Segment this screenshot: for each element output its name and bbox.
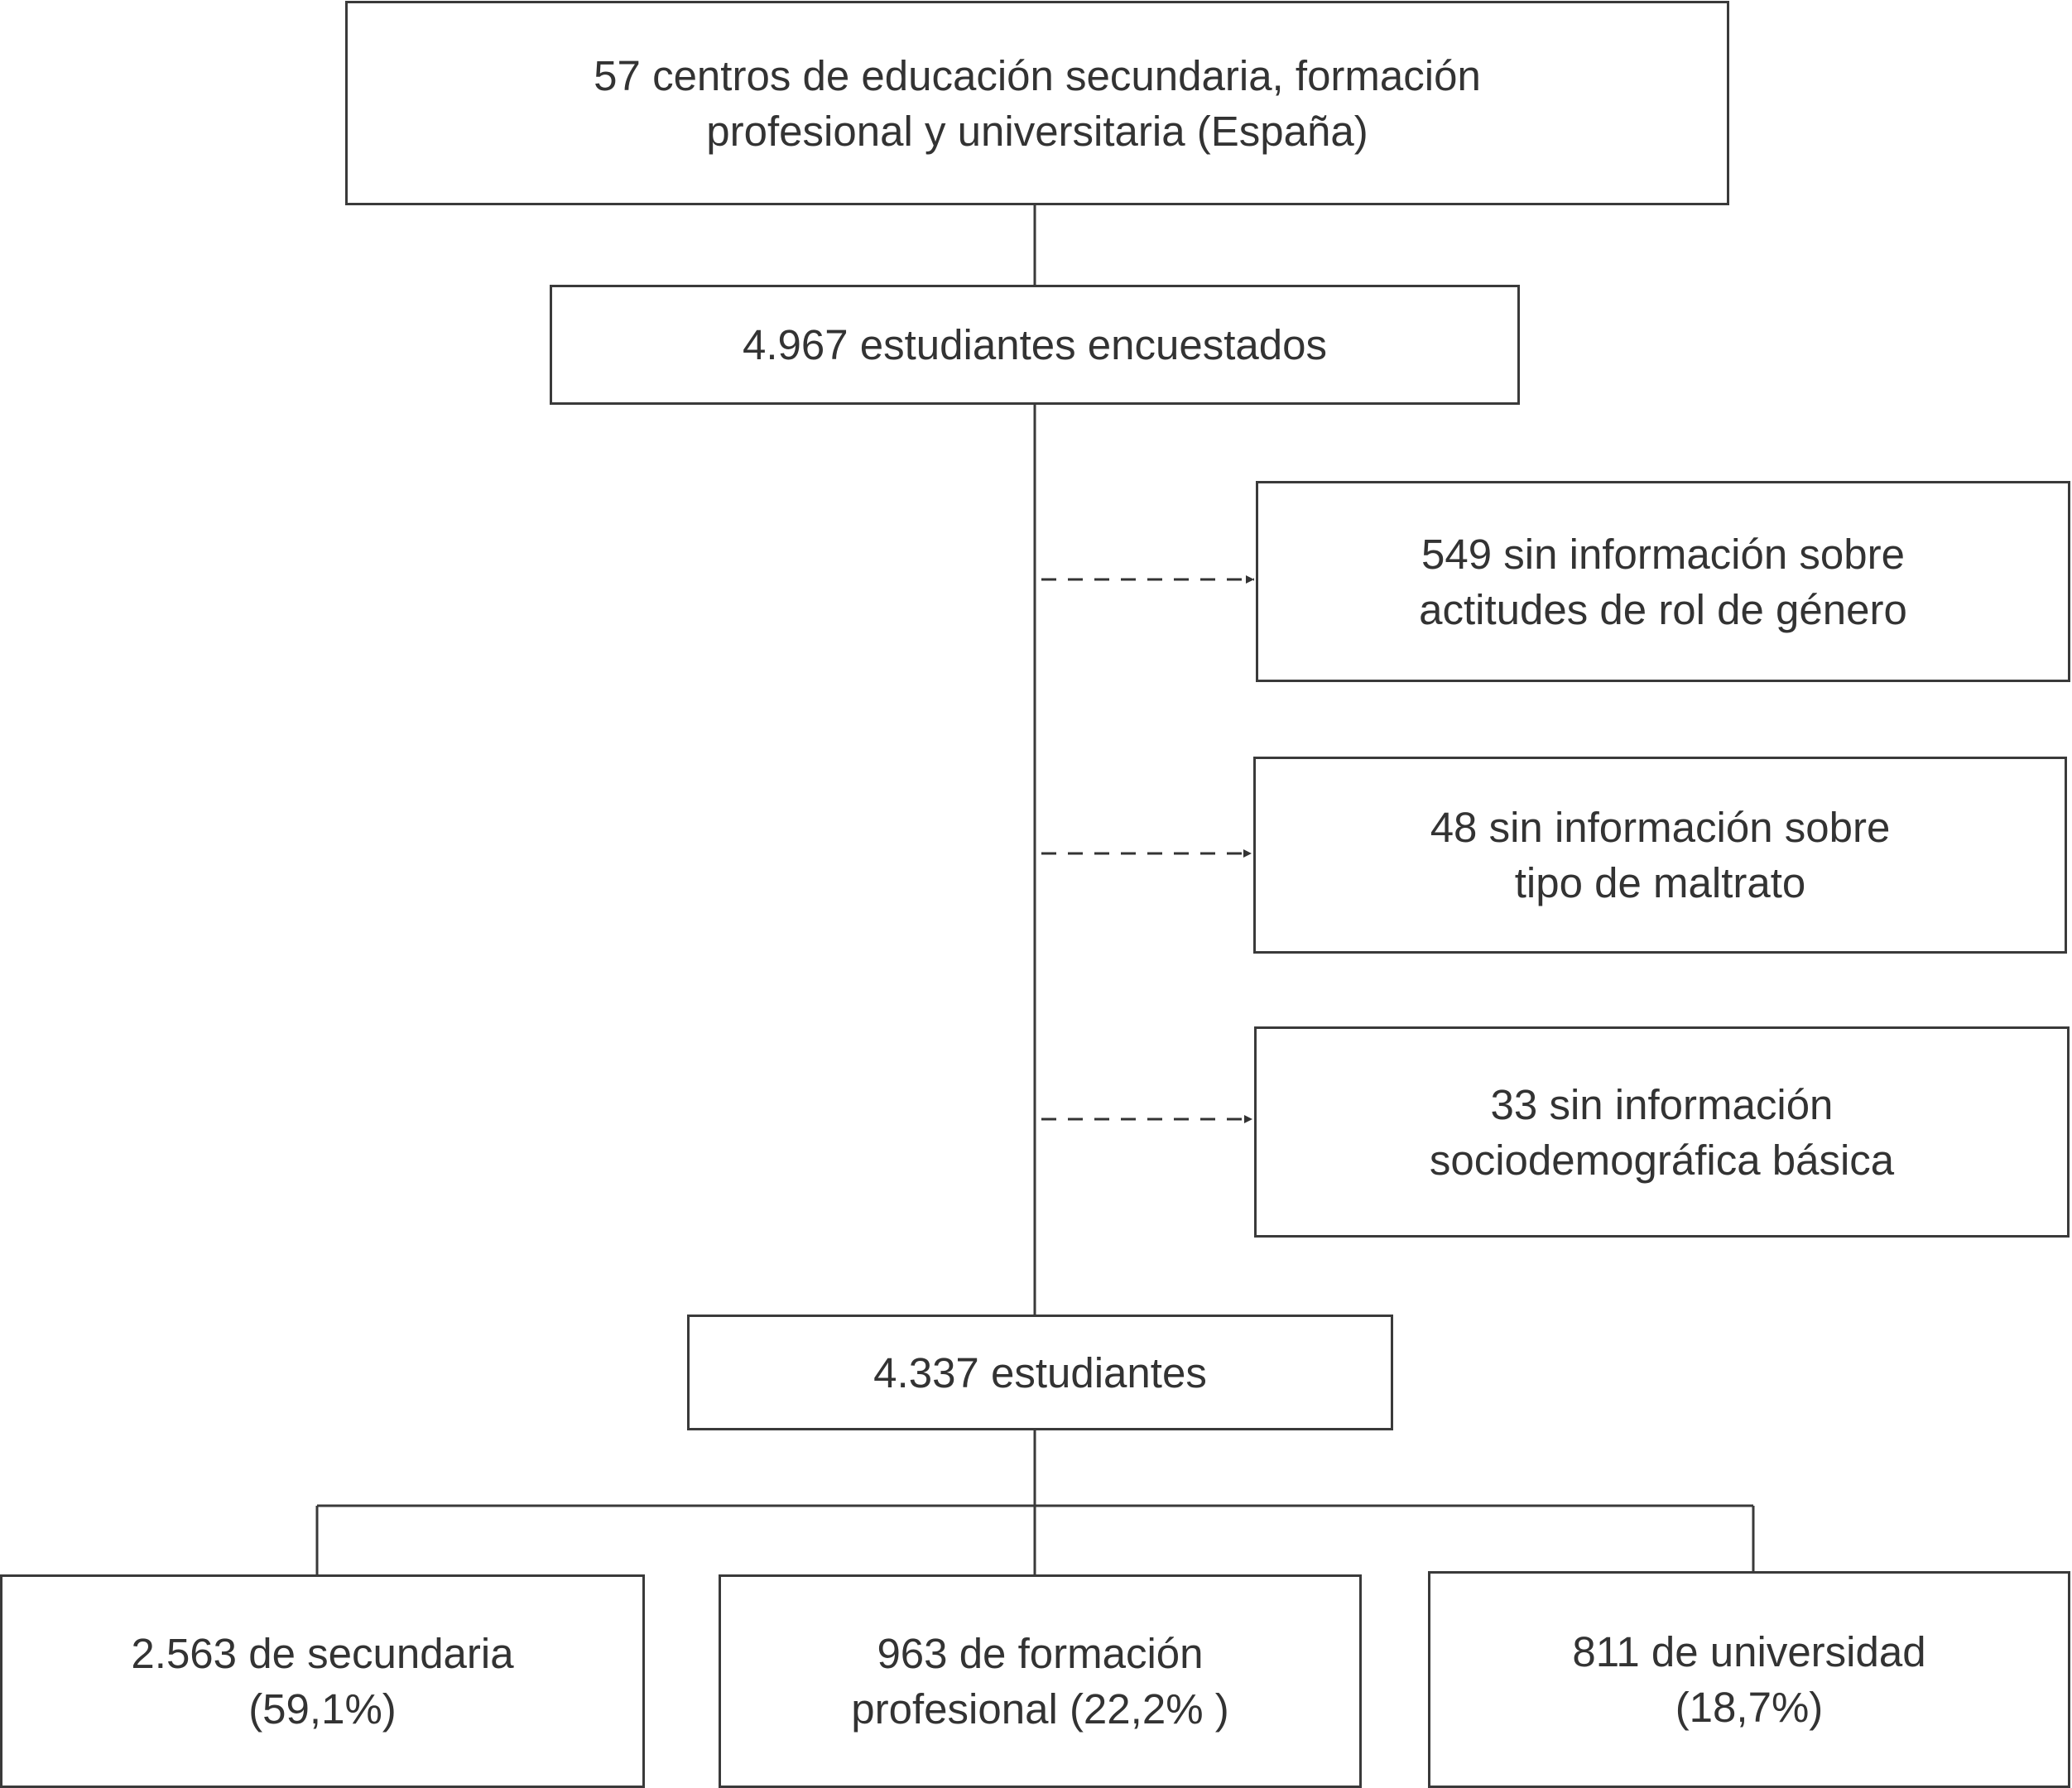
box-centers: 57 centros de educación secundaria, form…	[345, 1, 1729, 205]
box-surveyed: 4.967 estudiantes encuestados	[550, 285, 1520, 405]
box-final: 4.337 estudiantes	[687, 1315, 1393, 1430]
box-university-text: 811 de universidad (18,7%)	[1572, 1628, 1926, 1731]
box-vocational-text: 963 de formación profesional (22,2% )	[851, 1630, 1229, 1733]
box-excl-socio: 33 sin información sociodemográfica bási…	[1254, 1026, 2070, 1238]
box-excl-gender: 549 sin información sobre actitudes de r…	[1256, 481, 2070, 682]
box-excl-abuse-text: 48 sin información sobre tipo de maltrat…	[1430, 804, 1891, 906]
box-surveyed-text: 4.967 estudiantes encuestados	[742, 321, 1328, 368]
box-excl-socio-text: 33 sin información sociodemográfica bási…	[1429, 1080, 1895, 1184]
box-secondary-text: 2.563 de secundaria (59,1%)	[131, 1630, 514, 1733]
box-vocational: 963 de formación profesional (22,2% )	[719, 1574, 1362, 1788]
box-secondary: 2.563 de secundaria (59,1%)	[0, 1574, 645, 1788]
box-excl-gender-text: 549 sin información sobre actitudes de r…	[1419, 530, 1907, 633]
box-university: 811 de universidad (18,7%)	[1428, 1571, 2070, 1788]
box-final-text: 4.337 estudiantes	[873, 1348, 1207, 1396]
box-centers-text: 57 centros de educación secundaria, form…	[594, 51, 1481, 155]
box-excl-abuse: 48 sin información sobre tipo de maltrat…	[1253, 757, 2067, 954]
